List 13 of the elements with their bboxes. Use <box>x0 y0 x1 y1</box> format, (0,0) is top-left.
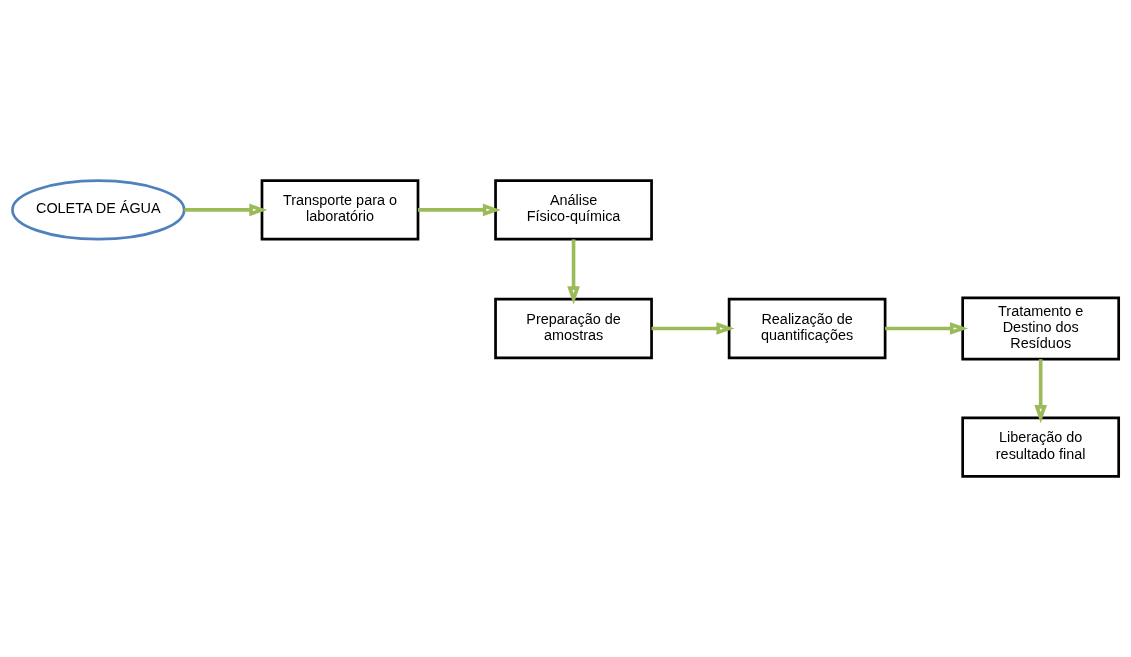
arrow <box>651 322 735 335</box>
node-box: Liberação do resultado final <box>961 416 1121 478</box>
node-box: Realização de quantificações <box>727 297 887 360</box>
arrow <box>885 322 969 335</box>
node-box: Análise Físico-química <box>494 179 653 241</box>
node-box: Transporte para o laboratório <box>260 179 420 241</box>
arrow <box>1034 359 1047 424</box>
arrow <box>567 239 580 305</box>
node-box: Preparação de amostras <box>494 297 653 360</box>
arrow <box>184 203 268 217</box>
node-ellipse: COLETA DE ÁGUA <box>11 179 186 241</box>
arrow <box>418 203 501 217</box>
node-box: Tratamento e Destino dos Resíduos <box>961 296 1121 361</box>
